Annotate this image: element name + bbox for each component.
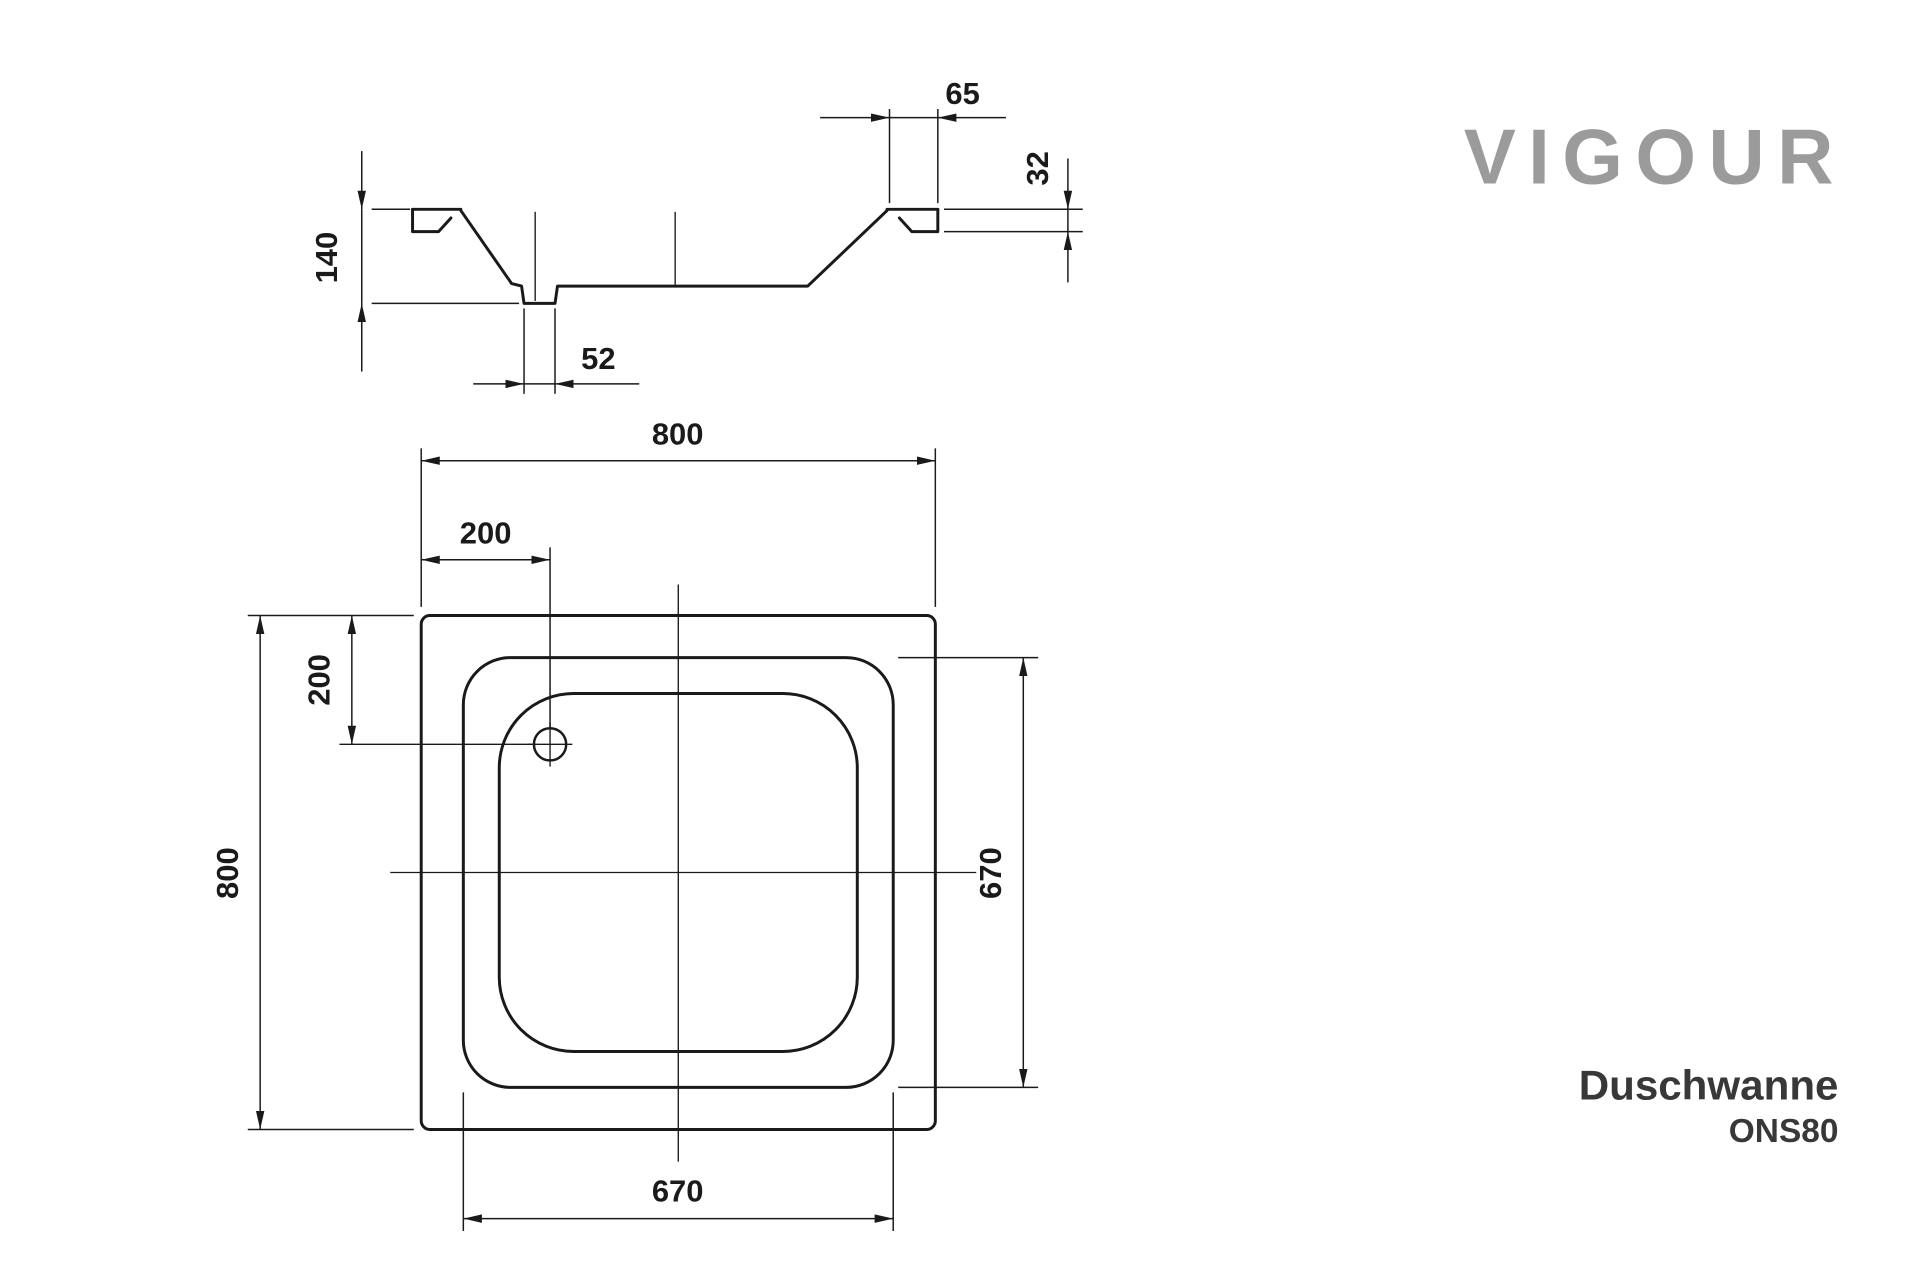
section-rim-height-dim-label: 32 <box>1020 151 1055 185</box>
product-name: Duschwanne <box>1579 1062 1839 1109</box>
dim-plan-inner-height: 670 <box>898 656 1039 1089</box>
section-rim-width-dim-label: 65 <box>945 76 979 111</box>
section-left-lip <box>411 207 453 234</box>
plan-inner-rim-edge <box>461 656 895 1089</box>
dim-section-height: 140 <box>309 151 520 372</box>
plan-outer-edge <box>419 614 937 1131</box>
dim-plan-outer-height: 800 <box>210 614 414 1131</box>
section-view: 140 65 32 52 <box>309 76 1083 394</box>
dim-section-rim-width: 65 <box>820 76 1006 204</box>
plan-inner-width-dim-label: 670 <box>652 1173 704 1208</box>
dim-plan-drain-from-left: 200 <box>421 516 551 729</box>
plan-drain-from-top-dim-label: 200 <box>302 654 337 706</box>
section-right-lip <box>897 207 940 234</box>
plan-drain-from-left-dim-label: 200 <box>460 516 512 551</box>
plan-view: 800 200 200 800 670 <box>210 417 1039 1232</box>
dim-plan-outer-width: 800 <box>420 417 937 607</box>
section-height-dim-label: 140 <box>309 232 344 284</box>
dim-plan-drain-from-top: 200 <box>302 615 533 746</box>
dim-section-drain-width: 52 <box>473 308 640 394</box>
plan-outer-width-dim-label: 800 <box>652 417 704 452</box>
brand-logo: VIGOUR <box>1464 112 1846 200</box>
dim-section-rim-height: 32 <box>944 151 1083 283</box>
plan-basin-floor-edge <box>497 692 859 1053</box>
dim-plan-inner-width: 670 <box>462 1092 894 1232</box>
plan-outer-height-dim-label: 800 <box>210 847 245 899</box>
section-basin-profile <box>459 209 889 305</box>
section-drain-width-dim-label: 52 <box>581 341 615 376</box>
product-model: ONS80 <box>1729 1113 1839 1150</box>
plan-inner-height-dim-label: 670 <box>973 847 1008 899</box>
